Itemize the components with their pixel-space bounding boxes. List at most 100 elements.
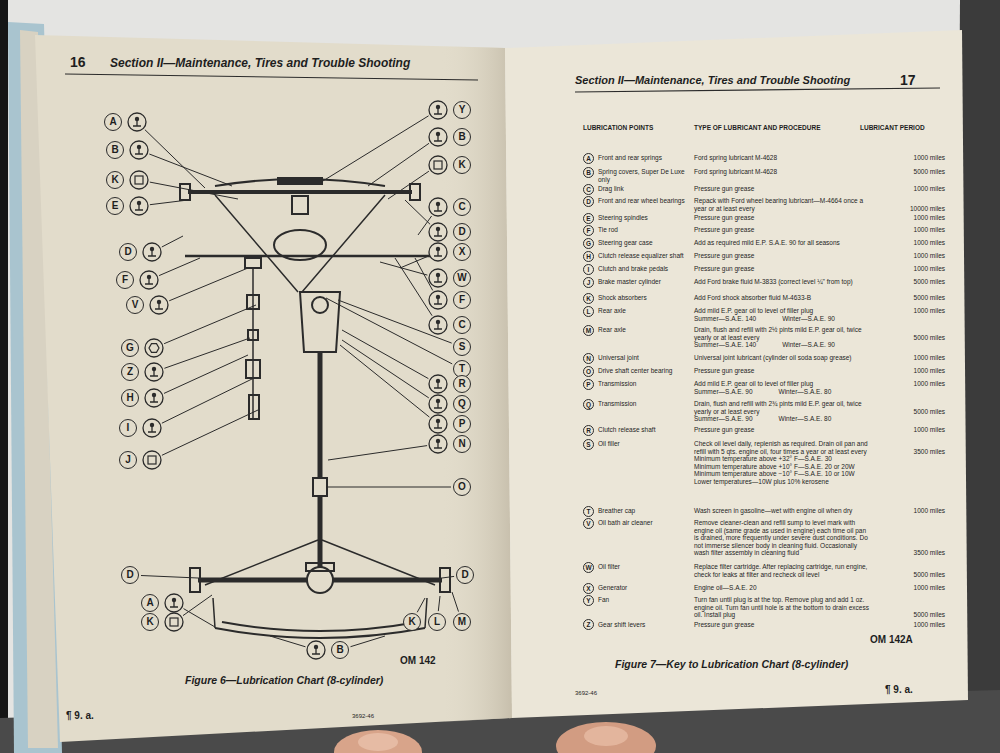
row-letter: R [584, 426, 593, 435]
callout-letter: B [107, 142, 123, 157]
leader-line [438, 596, 440, 611]
lubricant-period: 10000 miles [874, 205, 945, 213]
fitting-icon-ring [150, 296, 168, 314]
lubricant-procedure: Minimum temperature above +32° F—S.A.E. … [694, 455, 870, 463]
callout-circle: E [106, 197, 124, 215]
grease-fitting-icon [148, 251, 156, 256]
procedure-cell: Ford spring lubricant M-4628 [694, 168, 870, 176]
callout-circle: C [453, 316, 471, 334]
procedure-cell: Pressure gun grease [694, 621, 870, 629]
callout-letter: C [454, 199, 470, 214]
lubricant-procedure: Winter—S.A.E. 80 [779, 388, 832, 396]
lubricant-procedure: Drain, flush and refill with 2¾ pints mi… [694, 400, 870, 415]
fitting-icon-ring [143, 419, 161, 437]
callout-letter: D [457, 567, 473, 582]
row-letter-circle: C [583, 184, 594, 195]
callout-circle: V [126, 296, 144, 314]
leader-line [164, 338, 250, 368]
fitting-icon-ring [429, 243, 447, 261]
grease-fitting-icon [434, 403, 442, 408]
lubricant-procedure: Summer—S.A.E. 90 [694, 415, 753, 423]
grease-fitting-icon [135, 149, 143, 154]
front-axle [188, 190, 412, 194]
lubricant-procedure: Ford spring lubricant M-4628 [694, 154, 870, 162]
callout-circle: D [121, 566, 139, 584]
lubrication-point: Clutch release equalizer shaft [598, 252, 690, 260]
lubrication-point: Drag link [598, 185, 690, 193]
procedure-line: Universal joint lubricant (cylinder oil … [694, 354, 870, 362]
tie-rod [185, 255, 430, 258]
leader-line [169, 268, 248, 301]
column-header: LUBRICATION POINTS [583, 124, 653, 132]
pedal-linkage [252, 268, 254, 420]
lubrication-point: Rear axle [598, 326, 690, 334]
callout-letter: B [454, 129, 470, 144]
lubrication-point: Oil bath air cleaner [598, 519, 690, 527]
callout-circle: K [141, 613, 159, 631]
section-header: Section II—Maintenance, Tires and Troubl… [110, 56, 410, 70]
lubrication-point: Steering spindles [598, 214, 690, 222]
leader-line [405, 200, 430, 224]
procedure-line: Ford spring lubricant M-4628 [694, 168, 870, 176]
procedure-line: Pressure gun grease [694, 185, 870, 193]
callout-circle: X [453, 243, 471, 261]
paragraph-ref: ¶ 9. a. [66, 710, 94, 722]
fitting-icon-ring [429, 375, 447, 393]
callout-circle: S [453, 338, 471, 356]
lubricant-procedure: Lower temperatures—10W plus 10% kerosene [694, 478, 870, 486]
lubricant-procedure: Add mild E.P. gear oil to level of fille… [694, 380, 870, 388]
lubricant-procedure: Add Ford brake fluid M-3833 (correct lev… [694, 278, 870, 286]
row-letter-circle: L [583, 306, 594, 317]
callout-circle: B [106, 141, 124, 159]
leader-line [162, 410, 258, 455]
lubrication-point: Tie rod [598, 226, 690, 234]
grease-fitting-icon [436, 320, 440, 324]
lubricant-procedure: Ford spring lubricant M-4628 [694, 168, 870, 176]
callout-circle: A [104, 113, 122, 131]
callout-letter: J [120, 452, 136, 467]
lubricant-period: 3500 miles [874, 549, 945, 557]
lubricant-period: 1000 miles [874, 185, 945, 193]
lubricant-procedure: Winter—S.A.E. 80 [779, 415, 832, 423]
callout-circle: D [453, 223, 471, 241]
brake-part [249, 395, 259, 419]
procedure-cell: Repack with Ford wheel bearing lubricant… [694, 197, 870, 212]
leader-line [150, 200, 188, 205]
grease-fitting-icon [135, 117, 139, 121]
callout-circle: Y [453, 101, 471, 119]
leader-line [338, 300, 452, 343]
row-letter: G [584, 239, 593, 248]
lubrication-point: Generator [598, 584, 690, 592]
procedure-cell: Check oil level daily, replenish as requ… [694, 440, 870, 486]
callout-circle: N [453, 435, 471, 453]
grease-fitting-icon [436, 273, 440, 277]
grease-fitting-icon [150, 397, 158, 402]
figure-code: OM 142A [870, 634, 913, 646]
grease-fitting-icon [312, 649, 320, 654]
lubrication-point: Drive shaft center bearing [598, 367, 690, 375]
fitting-icon-ring [429, 128, 447, 146]
row-letter-circle: B [583, 167, 594, 178]
right-page [505, 30, 968, 718]
leader-line [318, 116, 429, 184]
procedure-line: Summer—S.A.E. 90Winter—S.A.E. 80 [694, 388, 870, 396]
lubricant-procedure: Pressure gun grease [694, 185, 870, 193]
lubrication-point: Transmission [598, 380, 690, 388]
lubricant-procedure: Wash screen in gasoline—wet with engine … [694, 507, 870, 515]
procedure-cell: Pressure gun grease [694, 265, 870, 273]
leader-line [183, 595, 212, 616]
procedure-line: Repack with Ford wheel bearing lubricant… [694, 197, 870, 212]
grease-fitting-icon [436, 202, 440, 206]
procedure-line: Lower temperatures—10W plus 10% kerosene [694, 478, 870, 486]
lubrication-point: Clutch and brake pedals [598, 265, 690, 273]
row-letter: T [584, 507, 593, 516]
leader-line [145, 130, 205, 188]
grease-fitting-icon [434, 423, 442, 428]
fitting-icon-ring [307, 641, 325, 659]
column-header: LUBRICANT PERIOD [860, 124, 925, 132]
grease-fitting-icon [434, 206, 442, 211]
procedure-line: Add Ford brake fluid M-3833 (correct lev… [694, 278, 870, 286]
procedure-cell: Pressure gun grease [694, 185, 870, 193]
fitting-icon-ring [140, 271, 158, 289]
